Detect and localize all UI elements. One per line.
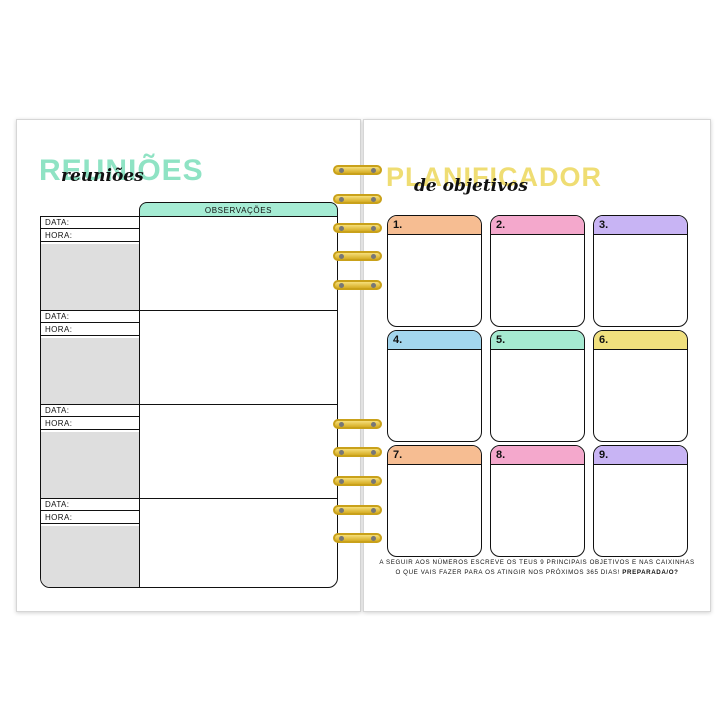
instructions-note: A SEGUIR AOS NÚMEROS ESCREVE OS TEUS 9 P… bbox=[364, 558, 710, 578]
spiral-ring bbox=[333, 165, 382, 177]
meeting-block-2: DATA: HORA: bbox=[41, 311, 337, 405]
goal-number: 8. bbox=[491, 446, 584, 465]
meeting-info-column: DATA: HORA: bbox=[41, 311, 140, 404]
spiral-ring bbox=[333, 223, 382, 235]
instructions-bold: PREPARADA/O? bbox=[622, 569, 679, 576]
instructions-line-2: O QUE VAIS FAZER PARA OS ATINGIR NOS PRÓ… bbox=[395, 569, 679, 576]
meeting-info-column: DATA: HORA: bbox=[41, 405, 140, 498]
spiral-ring bbox=[333, 447, 382, 459]
time-field[interactable]: HORA: bbox=[41, 230, 139, 242]
meetings-title: REUNIÕES bbox=[39, 154, 204, 187]
goal-number: 6. bbox=[594, 331, 687, 350]
goal-number: 7. bbox=[388, 446, 481, 465]
spiral-ring bbox=[333, 505, 382, 517]
meeting-block-3: DATA: HORA: bbox=[41, 405, 337, 499]
meeting-info-column: DATA: HORA: bbox=[41, 499, 140, 587]
goal-number: 9. bbox=[594, 446, 687, 465]
meeting-info-column: DATA: HORA: bbox=[41, 217, 140, 310]
goal-number: 3. bbox=[594, 216, 687, 235]
goal-box-5[interactable]: 5. bbox=[490, 330, 585, 442]
spiral-ring bbox=[333, 533, 382, 545]
date-field[interactable]: DATA: bbox=[41, 405, 139, 417]
meeting-block-1: DATA: HORA: bbox=[41, 217, 337, 311]
meeting-notes-area[interactable] bbox=[41, 432, 139, 498]
goal-box-1[interactable]: 1. bbox=[387, 215, 482, 327]
date-field[interactable]: DATA: bbox=[41, 499, 139, 511]
instructions-line-1: A SEGUIR AOS NÚMEROS ESCREVE OS TEUS 9 P… bbox=[379, 559, 695, 566]
meetings-script-title: reuniões bbox=[61, 166, 144, 186]
date-field[interactable]: DATA: bbox=[41, 311, 139, 323]
goal-box-8[interactable]: 8. bbox=[490, 445, 585, 557]
goal-box-2[interactable]: 2. bbox=[490, 215, 585, 327]
goal-box-9[interactable]: 9. bbox=[593, 445, 688, 557]
planner-title: PLANIFICADOR bbox=[386, 162, 602, 192]
goal-number: 1. bbox=[388, 216, 481, 235]
spiral-ring bbox=[333, 280, 382, 292]
date-field[interactable]: DATA: bbox=[41, 217, 139, 229]
meeting-notes-area[interactable] bbox=[41, 244, 139, 310]
goal-box-3[interactable]: 3. bbox=[593, 215, 688, 327]
meeting-notes-area[interactable] bbox=[41, 338, 139, 404]
goal-number: 2. bbox=[491, 216, 584, 235]
observations-header: OBSERVAÇÕES bbox=[139, 202, 338, 218]
spiral-ring bbox=[333, 419, 382, 431]
planner-script-title: de objetivos bbox=[414, 176, 528, 196]
meetings-page: REUNIÕES reuniões OBSERVAÇÕES DATA: HORA… bbox=[16, 119, 361, 612]
goal-number: 4. bbox=[388, 331, 481, 350]
goal-box-6[interactable]: 6. bbox=[593, 330, 688, 442]
time-field[interactable]: HORA: bbox=[41, 324, 139, 336]
time-field[interactable]: HORA: bbox=[41, 512, 139, 524]
spiral-ring bbox=[333, 194, 382, 206]
meeting-block-4: DATA: HORA: bbox=[41, 499, 337, 587]
spiral-ring bbox=[333, 476, 382, 488]
goal-number: 5. bbox=[491, 331, 584, 350]
goal-box-7[interactable]: 7. bbox=[387, 445, 482, 557]
goals-page: PLANIFICADOR de objetivos 1. 2. 3. 4. 5. 6. 7.… bbox=[363, 119, 711, 612]
time-field[interactable]: HORA: bbox=[41, 418, 139, 430]
meetings-table: DATA: HORA: DATA: HORA: DATA: HORA: DATA… bbox=[40, 216, 338, 588]
goal-box-4[interactable]: 4. bbox=[387, 330, 482, 442]
meeting-notes-area[interactable] bbox=[41, 526, 139, 587]
spiral-ring bbox=[333, 251, 382, 263]
